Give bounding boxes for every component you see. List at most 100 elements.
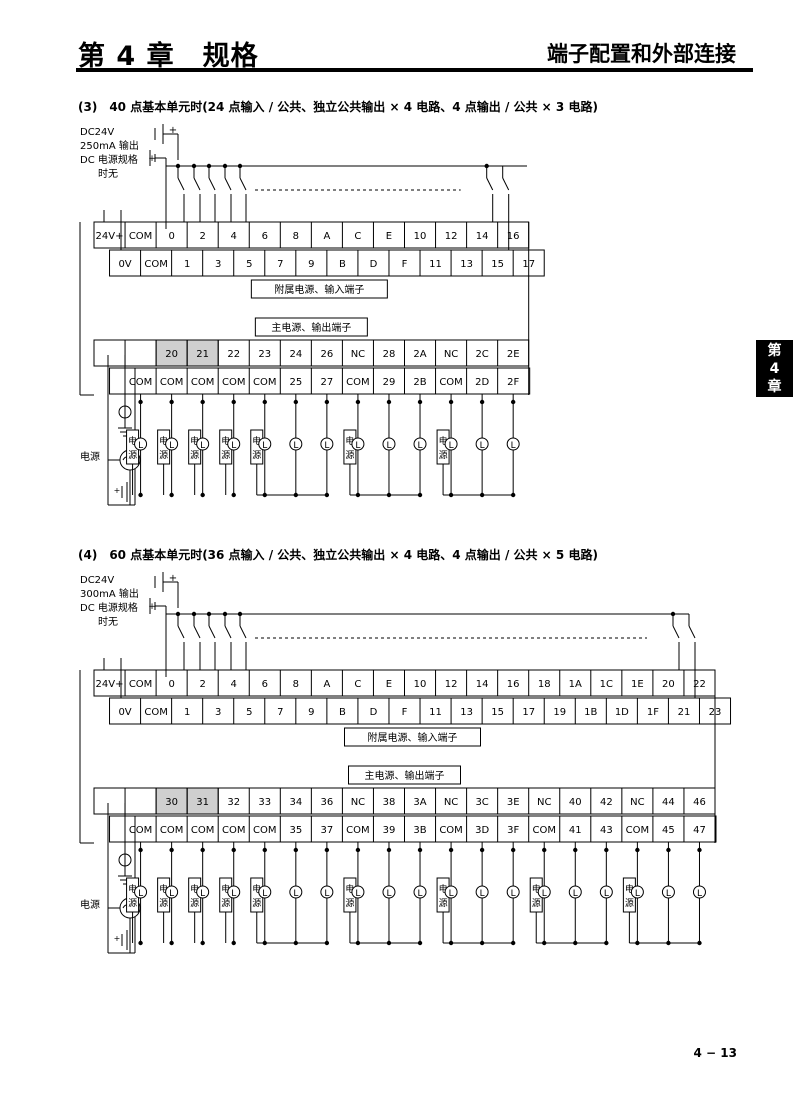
switch-contact bbox=[224, 177, 232, 191]
junction-dot bbox=[169, 492, 174, 498]
input-terminal-label: 24V+ bbox=[96, 679, 124, 690]
input-terminal-label: 24V+ bbox=[96, 231, 124, 242]
input-terminal-label: 12 bbox=[445, 231, 458, 242]
input-terminal-label: 1C bbox=[600, 679, 613, 690]
load-power-char: 源 bbox=[221, 898, 230, 909]
output-terminal-label: 22 bbox=[227, 349, 240, 360]
input-terminal-label: 9 bbox=[308, 259, 314, 270]
load-symbol: L bbox=[262, 441, 267, 451]
junction-dot bbox=[231, 492, 236, 498]
load-symbol: L bbox=[200, 889, 205, 899]
load-symbol: L bbox=[449, 441, 454, 451]
output-terminal-label: COM bbox=[253, 825, 276, 836]
input-terminal-label: 8 bbox=[293, 679, 299, 690]
output-terminal-label: 2C bbox=[475, 349, 488, 360]
input-terminal-label: 7 bbox=[277, 259, 283, 270]
output-terminal-label: COM bbox=[532, 825, 555, 836]
plus-sign: + bbox=[148, 602, 156, 612]
output-terminal-label: 44 bbox=[662, 797, 675, 808]
load-power-char: 源 bbox=[345, 450, 354, 461]
input-terminal-label: 16 bbox=[507, 679, 520, 690]
load-symbol: L bbox=[480, 889, 485, 899]
output-terminal-label: 39 bbox=[383, 825, 396, 836]
load-symbol: L bbox=[386, 889, 391, 899]
load-symbol: L bbox=[324, 441, 329, 451]
output-terminal-label: 20 bbox=[165, 349, 178, 360]
load-power-char: 电 bbox=[252, 435, 261, 447]
input-terminal-label: 15 bbox=[491, 707, 504, 718]
output-terminal-label: NC bbox=[444, 797, 458, 808]
input-terminal-label: F bbox=[402, 259, 408, 270]
power-source-label: 电源 bbox=[80, 450, 100, 463]
switch-contact bbox=[502, 177, 510, 191]
output-block-caption-box bbox=[348, 765, 461, 785]
output-terminal-label: COM bbox=[346, 377, 369, 388]
output-terminal-label: 42 bbox=[600, 797, 613, 808]
load-symbol: L bbox=[231, 889, 236, 899]
ground-terminal-icon bbox=[118, 853, 132, 867]
junction-dot bbox=[169, 940, 174, 946]
load-symbol: L bbox=[169, 889, 174, 899]
side-tab-line2: 4 bbox=[769, 361, 780, 377]
load-power-char: 源 bbox=[439, 450, 448, 461]
output-terminal-label: COM bbox=[222, 377, 245, 388]
dc-spec-text: DC24V bbox=[80, 575, 114, 586]
output-terminal-label: 2A bbox=[413, 349, 426, 360]
output-terminal-label: 47 bbox=[693, 825, 706, 836]
switch-contact bbox=[208, 177, 216, 191]
load-power-char: 电 bbox=[128, 435, 137, 447]
load-power-char: 源 bbox=[128, 898, 137, 909]
load-power-char: 电 bbox=[345, 883, 354, 895]
switch-contact bbox=[208, 625, 216, 639]
input-terminal-label: 16 bbox=[507, 231, 520, 242]
switch-contact bbox=[177, 177, 185, 191]
dc-spec-text: DC 电源规格 bbox=[80, 601, 138, 614]
input-terminal-label: 2 bbox=[199, 679, 205, 690]
input-terminal-label: 1E bbox=[631, 679, 644, 690]
output-terminal-label: COM bbox=[439, 377, 462, 388]
chapter-side-tab: 第 4 章 bbox=[756, 340, 793, 397]
output-terminal-label: 2F bbox=[507, 377, 519, 388]
load-power-char: 源 bbox=[190, 898, 199, 909]
page-number: 4 − 13 bbox=[693, 1046, 737, 1060]
input-terminal-label: 8 bbox=[293, 231, 299, 242]
output-terminal-label: 21 bbox=[196, 349, 209, 360]
dc-spec-text: 300mA 输出 bbox=[80, 587, 139, 600]
output-terminal-label: COM bbox=[191, 825, 214, 836]
output-terminal-label: 32 bbox=[227, 797, 240, 808]
input-terminal-label: 1 bbox=[184, 707, 190, 718]
input-terminal-label: F bbox=[402, 707, 408, 718]
output-terminal-label: COM bbox=[346, 825, 369, 836]
plus-sign: + bbox=[114, 934, 121, 943]
output-terminal-label: 3F bbox=[507, 825, 519, 836]
dc-spec-text: DC 电源规格 bbox=[80, 153, 138, 166]
switch-contact bbox=[672, 625, 680, 639]
output-terminal-label: COM bbox=[626, 825, 649, 836]
output-terminal-label: 34 bbox=[289, 797, 302, 808]
input-terminal-label: 5 bbox=[246, 707, 252, 718]
input-terminal-label: 0 bbox=[168, 231, 174, 242]
load-power-char: 电 bbox=[190, 435, 199, 447]
input-terminal-label: 22 bbox=[693, 679, 706, 690]
input-terminal-label: 0 bbox=[168, 679, 174, 690]
input-terminal-label: A bbox=[323, 679, 330, 690]
output-terminal-label: 28 bbox=[383, 349, 396, 360]
input-block-caption-box bbox=[344, 727, 481, 747]
input-block-caption: 附属电源、输入端子 bbox=[274, 283, 364, 296]
output-terminal-label: 29 bbox=[383, 377, 396, 388]
dc-spec-text: 时无 bbox=[98, 616, 118, 628]
input-terminal-label: 17 bbox=[522, 707, 535, 718]
load-symbol: L bbox=[418, 889, 423, 899]
output-terminal-label: COM bbox=[439, 825, 462, 836]
input-terminal-label: 4 bbox=[231, 679, 237, 690]
load-symbol: L bbox=[511, 889, 516, 899]
load-power-char: 源 bbox=[345, 898, 354, 909]
switch-contact bbox=[239, 177, 247, 191]
load-symbol: L bbox=[169, 441, 174, 451]
output-terminal-label: NC bbox=[444, 349, 458, 360]
load-power-char: 源 bbox=[532, 898, 541, 909]
output-terminal-label: NC bbox=[537, 797, 551, 808]
input-terminal-label: 19 bbox=[553, 707, 566, 718]
load-power-char: 电 bbox=[532, 883, 541, 895]
input-terminal-label: 9 bbox=[308, 707, 314, 718]
